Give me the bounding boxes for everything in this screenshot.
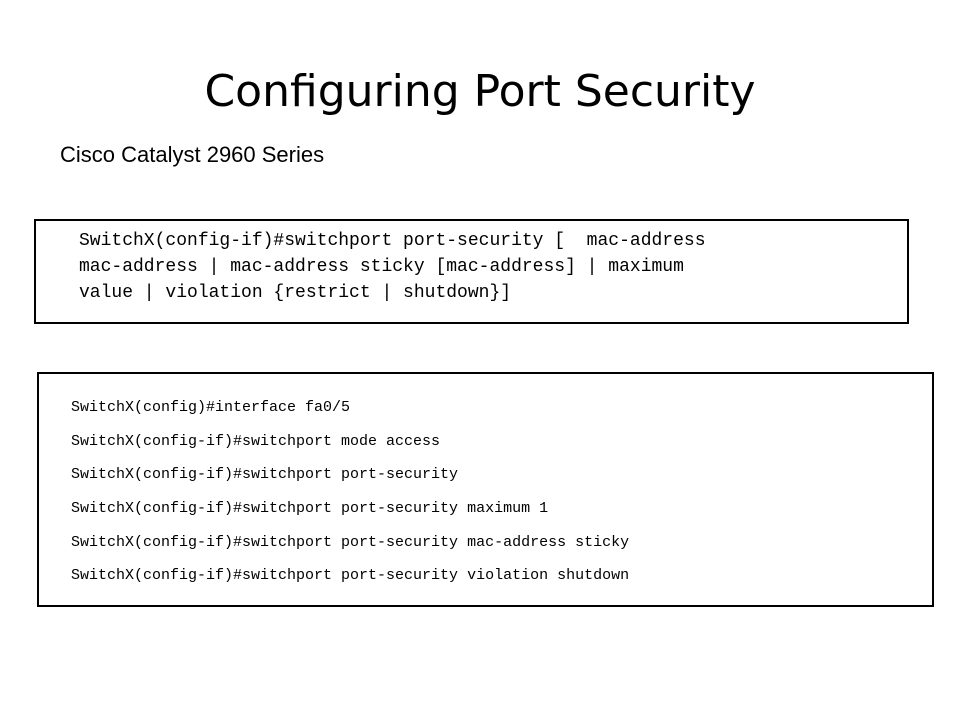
syntax-line: SwitchX(config-if)#switchport port-secur…: [79, 231, 706, 251]
slide-title: Configuring Port Security: [204, 66, 756, 117]
config-line: SwitchX(config-if)#switchport port-secur…: [71, 567, 630, 584]
config-example-box: SwitchX(config)#interface fa0/5 SwitchX(…: [37, 372, 934, 607]
command-syntax-box: SwitchX(config-if)#switchport port-secur…: [34, 219, 909, 324]
config-line: SwitchX(config-if)#switchport port-secur…: [71, 534, 630, 551]
syntax-line: value | violation {restrict | shutdown}]: [79, 283, 512, 303]
config-line: SwitchX(config)#interface fa0/5: [71, 399, 351, 416]
config-line: SwitchX(config-if)#switchport port-secur…: [71, 500, 549, 517]
slide-subtitle: Cisco Catalyst 2960 Series: [60, 142, 325, 167]
config-line: SwitchX(config-if)#switchport mode acces…: [71, 433, 441, 450]
config-line: SwitchX(config-if)#switchport port-secur…: [71, 466, 459, 483]
syntax-line: mac-address | mac-address sticky [mac-ad…: [79, 257, 684, 277]
